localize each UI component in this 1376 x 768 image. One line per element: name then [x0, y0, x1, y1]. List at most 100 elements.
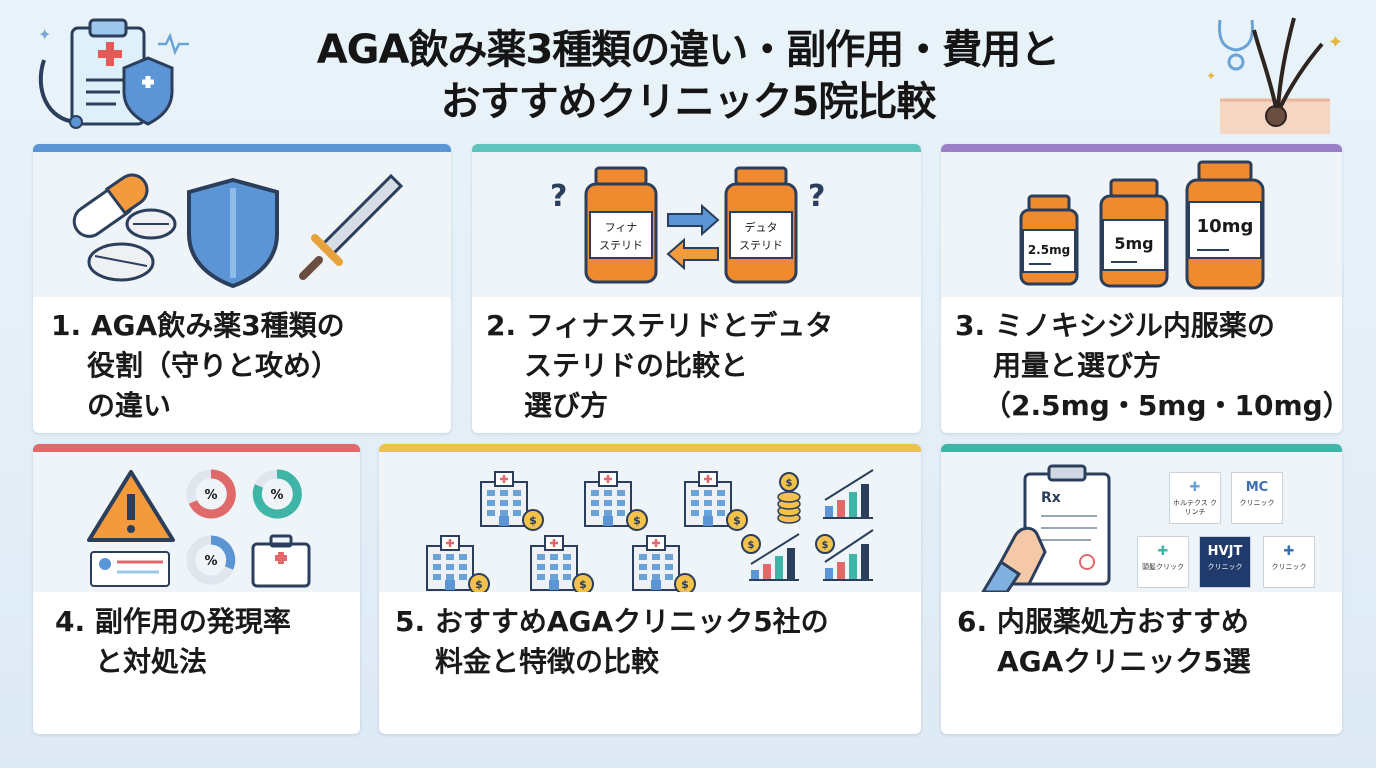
first-aid-kit-icon [251, 534, 311, 588]
hospital-icon [684, 471, 732, 527]
card-heading: 6. 内服薬処方おすすめ AGAクリニック5選 [941, 602, 1342, 682]
clinic-logo-mark: ✚ [1157, 544, 1169, 559]
svg-text:$: $ [733, 514, 741, 527]
pill-bottle-icon [1185, 160, 1265, 290]
pill-bottle-icon [724, 166, 798, 284]
pill-bottle-icon [1019, 194, 1079, 286]
clinic-logo-mark: ✚ [1283, 544, 1295, 559]
clinic-logo-text: クリニック [1239, 499, 1275, 507]
card-illustration: % % % [33, 452, 360, 592]
pill-bottle-icon [1099, 178, 1169, 288]
heading-line: （2.5mg・5mg・10mg） [983, 389, 1342, 422]
coin-icon: $ [572, 573, 594, 592]
question-icon: ? [550, 179, 567, 214]
card-accent-bar [941, 144, 1342, 152]
clinic-logo-mark: ✚ [1189, 480, 1201, 495]
svg-text:$: $ [786, 478, 793, 489]
clinic-logo-text: ホルテクス クリンチ [1172, 499, 1217, 516]
bottle-label-line: ステリド [739, 239, 783, 252]
hospital-icon [632, 535, 680, 591]
question-icon: ? [808, 179, 825, 214]
card-side-effects[interactable]: % % % 4. 副作用の発現率 と対処法 [33, 444, 360, 734]
card-heading: 2. フィナステリドとデュタ ステリドの比較と 選び方 [472, 306, 921, 426]
bottle-label-line: ステリド [599, 239, 643, 252]
coin-icon: $ [674, 573, 696, 592]
svg-text:$: $ [681, 578, 689, 591]
prescription-clipboard-icon: Rx [1023, 464, 1111, 586]
shield-icon [187, 177, 279, 289]
page-title: AGA飲み薬3種類の違い・副作用・費用と おすすめクリニック5院比較 [200, 24, 1176, 128]
capsule-icon [72, 173, 149, 238]
bar-chart-icon [749, 533, 800, 581]
percent-donut-icon: % [186, 535, 236, 585]
heading-line: 5. おすすめAGAクリニック5社の [395, 605, 829, 638]
card-accent-bar [33, 444, 360, 452]
coin-icon: $ [626, 509, 648, 531]
pill-icon [87, 208, 177, 282]
svg-text:%: % [204, 554, 217, 569]
clinic-logo[interactable]: MC クリニック [1231, 472, 1283, 524]
clinic-logo-text: 頭髪クリック [1142, 563, 1184, 571]
heading-line: 用量と選び方 [993, 349, 1162, 382]
profile-card-icon [90, 551, 170, 587]
card-heading: 1. AGA飲み薬3種類の 役割（守りと攻め） の違い [33, 306, 451, 426]
swap-arrows-icon [666, 203, 720, 271]
hospital-icon [530, 535, 578, 591]
heading-line: 1. AGA飲み薬3種類の [51, 309, 345, 342]
heading-line: 役割（守りと攻め） [87, 349, 340, 382]
card-illustration: ? ? フィナ ステリド デュタ ステリド [472, 152, 921, 297]
card-accent-bar [379, 444, 921, 452]
card-heading: 5. おすすめAGAクリニック5社の 料金と特徴の比較 [379, 602, 921, 682]
card-illustration [33, 152, 451, 297]
bar-chart-icon [823, 469, 874, 519]
card-heading: 4. 副作用の発現率 と対処法 [33, 602, 360, 682]
page-title-line1: AGA飲み薬3種類の違い・副作用・費用と [316, 27, 1061, 73]
coin-icon: $ [468, 573, 490, 592]
hospital-icon [584, 471, 632, 527]
clinic-logo[interactable]: ✚ 頭髪クリック [1137, 536, 1189, 588]
card-minoxidil-dose[interactable]: 2.5mg 5mg 10mg 3. ミノキシジル内服薬の 用量と選び方 （2.5… [941, 144, 1342, 433]
svg-text:%: % [270, 488, 283, 503]
card-heading: 3. ミノキシジル内服薬の 用量と選び方 （2.5mg・5mg・10mg） [941, 306, 1342, 426]
svg-text:$: $ [748, 540, 755, 551]
clinic-logo-mark: MC [1245, 480, 1269, 495]
svg-text:$: $ [475, 578, 483, 591]
heading-line: 2. フィナステリドとデュタ [486, 309, 834, 342]
heading-line: 4. 副作用の発現率 [55, 605, 291, 638]
coin-icon: $ [815, 534, 835, 554]
bar-chart-icon [823, 529, 874, 581]
card-drug-roles[interactable]: 1. AGA飲み薬3種類の 役割（守りと攻め） の違い [33, 144, 451, 433]
bottle-label-line: デュタ [745, 220, 778, 234]
hand-icon [981, 526, 1047, 592]
pill-bottle-icon [584, 166, 658, 284]
card-finasteride-dutasteride[interactable]: ? ? フィナ ステリド デュタ ステリド 2. フィナステリドとデュタ [472, 144, 921, 433]
dose-label: 5mg [1114, 234, 1153, 253]
svg-text:Rx: Rx [1041, 490, 1061, 506]
sword-icon [299, 173, 404, 280]
svg-text:$: $ [579, 578, 587, 591]
coin-icon: $ [726, 509, 748, 531]
heading-line: 3. ミノキシジル内服薬の [955, 309, 1275, 342]
hair-follicle-icon: ✦ ✦ [1206, 17, 1343, 134]
page-title-line2: おすすめクリニック5院比較 [440, 79, 937, 125]
medical-clipboard-shield-icon: ✦ [38, 18, 189, 129]
percent-donut-icon: % [186, 469, 236, 519]
coin-icon: $ [741, 534, 761, 554]
svg-text:✦: ✦ [1328, 32, 1343, 53]
coin-icon: $ [779, 472, 799, 492]
hospital-icon [480, 471, 528, 527]
dose-label: 10mg [1197, 216, 1254, 237]
svg-text:✦: ✦ [38, 25, 51, 44]
clinic-logo-text: クリニック [1207, 563, 1243, 571]
clinic-logo[interactable]: ✚ ホルテクス クリンチ [1169, 472, 1221, 524]
dose-label: 2.5mg [1028, 243, 1070, 257]
heading-line: AGAクリニック5選 [997, 645, 1251, 678]
svg-text:$: $ [822, 540, 829, 551]
card-clinic-price-comparison[interactable]: $$$$$$$$$ 5. おすすめAGAクリニック5社の 料金と特徴の比較 [379, 444, 921, 734]
hospital-icon [426, 535, 474, 591]
clinic-logo[interactable]: ✚クリニック [1263, 536, 1315, 588]
card-accent-bar [472, 144, 921, 152]
